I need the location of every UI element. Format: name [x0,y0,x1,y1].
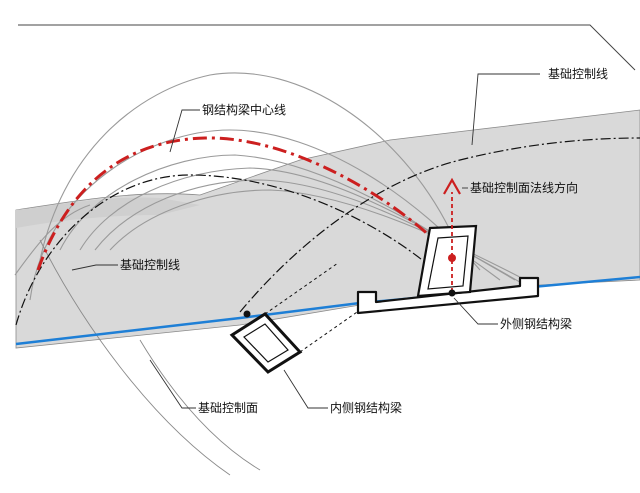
normal-direction-arrow [443,177,461,292]
control-point-inner [243,310,251,318]
surface-outlines [39,239,261,476]
leader-top-control-line [471,73,540,146]
outer-steel-beam [356,224,540,315]
foundation-control-lines [15,137,640,326]
label-outer-steel-beam: 外侧钢结构梁 [500,316,572,331]
leader-centerline [169,109,200,153]
control-line-right [239,137,640,313]
label-foundation-control-line-top: 基础控制线 [548,67,608,81]
steel-beam-centerline [36,136,454,271]
leader-lines [71,73,540,409]
leader-inner-beam [283,369,328,409]
inner-steel-beam [229,262,361,374]
label-foundation-control-line-left: 基础控制线 [120,258,180,272]
leader-left-control-line [71,264,118,271]
label-normal-direction: 基础控制面法线方向 [470,180,578,195]
leader-control-surface [149,359,196,409]
label-inner-steel-beam: 内侧钢结构梁 [330,400,402,415]
label-steel-beam-centerline: 钢结构梁中心线 [202,102,286,117]
label-foundation-control-surface: 基础控制面 [198,401,258,415]
leader-outer-beam [453,297,498,325]
control-point-outer [448,289,456,297]
frame-border [18,24,636,71]
